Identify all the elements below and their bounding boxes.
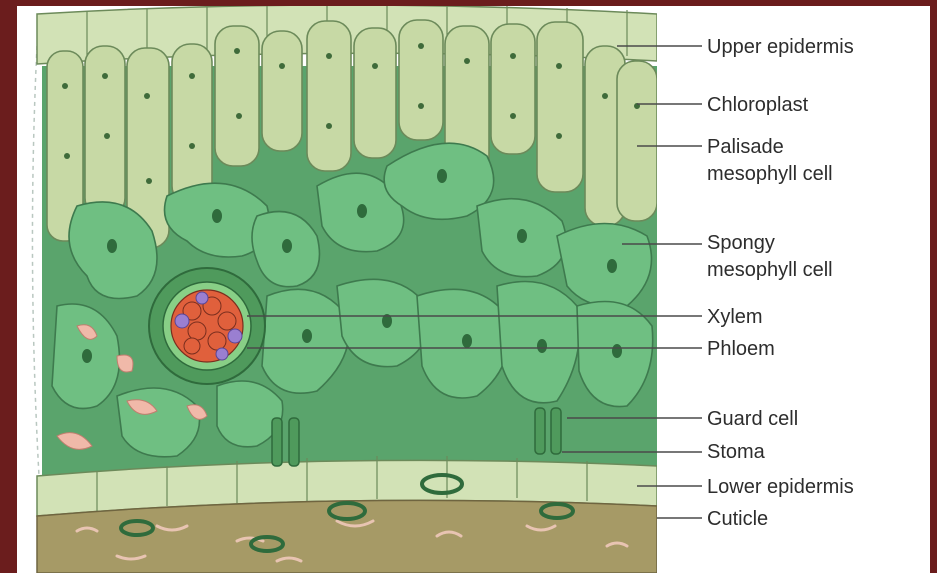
vascular-bundle <box>149 268 265 384</box>
label-spongy-line1: Spongy <box>707 232 775 254</box>
label-xylem: Xylem <box>707 306 763 328</box>
label-cuticle: Cuticle <box>707 508 768 530</box>
label-spongy-line2: mesophyll cell <box>707 259 833 281</box>
label-upper-epidermis: Upper epidermis <box>707 36 854 58</box>
label-lower-epidermis: Lower epidermis <box>707 476 854 498</box>
label-palisade-line2: mesophyll cell <box>707 163 833 185</box>
leaf-illustration: Upper epidermis Chloroplast Palisade mes… <box>17 6 930 573</box>
label-guard-cell: Guard cell <box>707 408 798 430</box>
label-stoma: Stoma <box>707 441 766 463</box>
label-palisade-line1: Palisade <box>707 136 784 158</box>
label-chloroplast: Chloroplast <box>707 94 809 116</box>
leaf-cross-section-diagram: Upper epidermis Chloroplast Palisade mes… <box>17 6 930 573</box>
label-phloem: Phloem <box>707 338 775 360</box>
cuticle-surface <box>37 500 657 573</box>
